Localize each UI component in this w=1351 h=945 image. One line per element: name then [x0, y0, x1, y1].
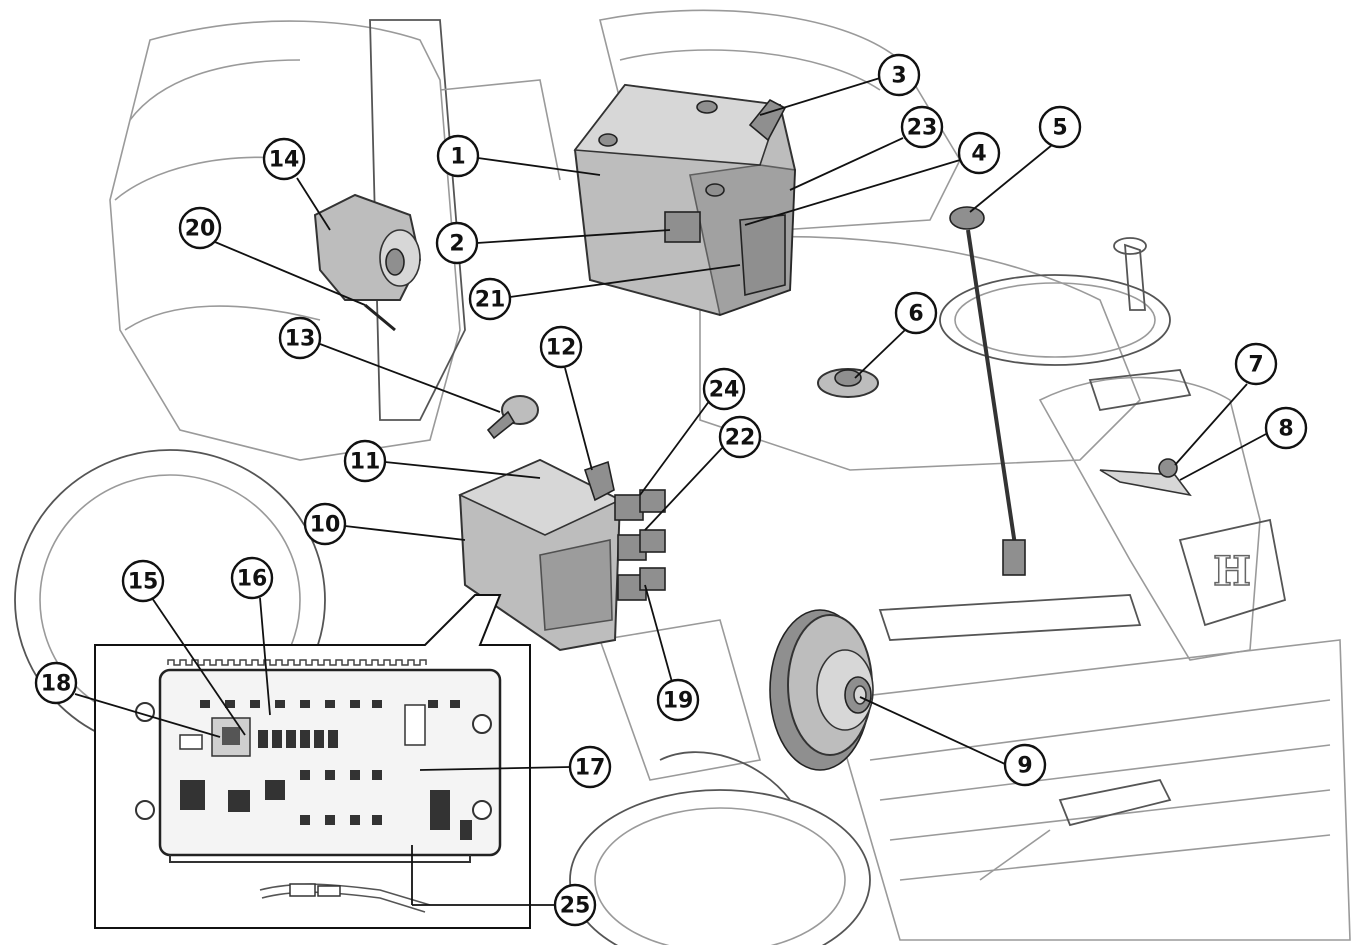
- callout-19-label: 19: [663, 689, 694, 714]
- callout-16-label: 16: [237, 567, 268, 592]
- fuse-holder: [583, 460, 615, 502]
- sensor-wire: [364, 303, 396, 332]
- callout-14: 14: [262, 137, 306, 181]
- fuel-level-sender: [949, 206, 1026, 576]
- board-connector-pins: [167, 659, 427, 666]
- mower-body-outline: H: [14, 9, 1351, 945]
- callout-3-label: 3: [891, 64, 906, 89]
- callout-7-label: 7: [1248, 353, 1263, 378]
- callout-9-label: 9: [1017, 754, 1032, 779]
- key-switch: [1099, 458, 1192, 497]
- callout-13: 13: [278, 316, 322, 360]
- callout-6-label: 6: [908, 302, 923, 327]
- component-parts: [313, 83, 1192, 771]
- callout-11: 11: [343, 439, 387, 483]
- brand-logo: H: [1213, 548, 1251, 595]
- board-components: [180, 700, 472, 840]
- callout-17-label: 17: [575, 756, 606, 781]
- callout-2-label: 2: [449, 232, 464, 257]
- battery: [573, 83, 797, 317]
- callout-17: 17: [568, 745, 612, 789]
- callout-12-label: 12: [546, 336, 577, 361]
- callout-10-label: 10: [310, 513, 341, 538]
- callout-19: 19: [656, 678, 700, 722]
- circuit-board-inset: [94, 594, 531, 929]
- callout-4-label: 4: [971, 142, 986, 167]
- leader-lines: [74, 77, 1267, 906]
- callout-3: 3: [877, 53, 921, 97]
- callout-24: 24: [702, 367, 746, 411]
- headlight-assembly: [313, 193, 422, 301]
- callout-2: 2: [435, 221, 479, 265]
- relays: [614, 489, 666, 601]
- callout-10: 10: [303, 502, 347, 546]
- callout-15-label: 15: [128, 570, 159, 595]
- callout-22: 22: [718, 415, 762, 459]
- control-unit: [458, 458, 622, 652]
- callout-1-label: 1: [450, 145, 465, 170]
- callout-21-label: 21: [475, 288, 506, 313]
- callout-23-label: 23: [907, 116, 938, 141]
- callout-4: 4: [957, 131, 1001, 175]
- callout-21: 21: [468, 277, 512, 321]
- callout-15: 15: [121, 559, 165, 603]
- callout-9: 9: [1003, 743, 1047, 787]
- seat-sensor: [486, 395, 539, 440]
- callout-24-label: 24: [709, 378, 740, 403]
- callout-8: 8: [1264, 406, 1308, 450]
- brake-sensor: [817, 368, 879, 398]
- callout-5-label: 5: [1052, 116, 1067, 141]
- callout-25-label: 25: [560, 894, 591, 919]
- callout-7: 7: [1234, 342, 1278, 386]
- callout-20: 20: [178, 206, 222, 250]
- electric-pto-clutch: [769, 609, 874, 771]
- callout-22-label: 22: [725, 426, 756, 451]
- callout-8-label: 8: [1278, 417, 1293, 442]
- callout-20-label: 20: [185, 217, 216, 242]
- callout-14-label: 14: [269, 148, 300, 173]
- callout-23: 23: [900, 105, 944, 149]
- callout-1: 1: [436, 134, 480, 178]
- fuse-row: [258, 730, 338, 748]
- callout-6: 6: [894, 291, 938, 335]
- callout-11-label: 11: [350, 450, 381, 475]
- callout-13-label: 13: [285, 327, 316, 352]
- callout-18-label: 18: [41, 672, 72, 697]
- callout-18: 18: [34, 661, 78, 705]
- callout-25: 25: [553, 883, 597, 927]
- callout-12: 12: [539, 325, 583, 369]
- callout-16: 16: [230, 556, 274, 600]
- callout-5: 5: [1038, 105, 1082, 149]
